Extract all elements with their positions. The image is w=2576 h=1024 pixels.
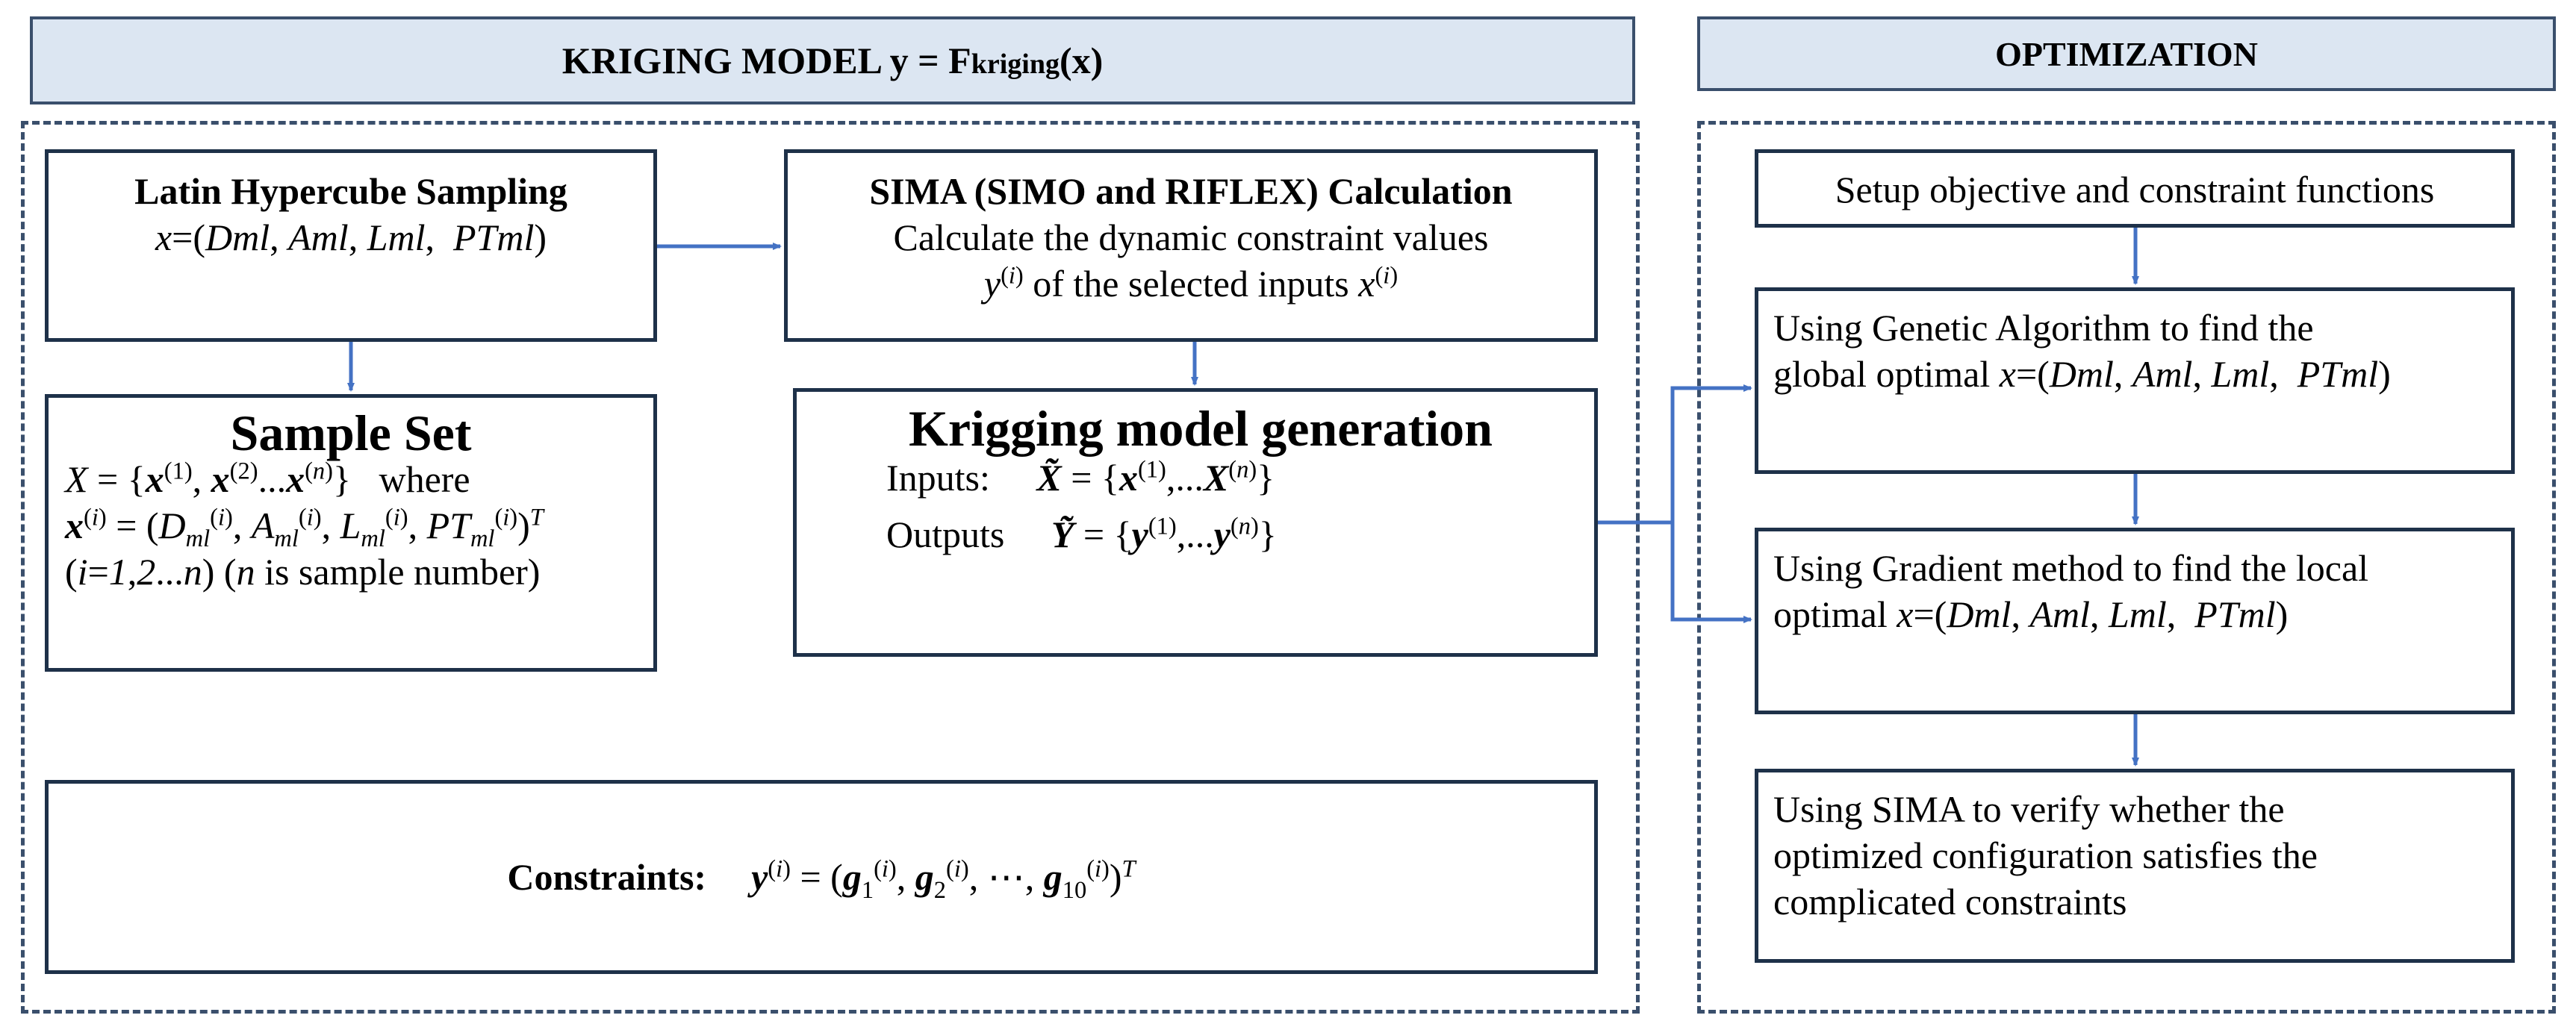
kriging-model-header: KRIGING MODEL y = Fkriging(x) (30, 16, 1635, 104)
optimization-container (1697, 121, 2556, 1014)
sima-calc-line1: Calculate the dynamic constraint values (893, 216, 1489, 258)
sample-index-text: (i=1,2...n) (n is sample number) (65, 551, 541, 593)
sima-verify-line3: complicated constraints (1773, 881, 2127, 922)
sample-vector-equation: x(i) = (Dml(i), Aml(i), Lml(i), PTml(i))… (65, 504, 544, 552)
genetic-algorithm-box: Using Genetic Algorithm to find the glob… (1755, 287, 2515, 474)
sima-verify-box: Using SIMA to verify whether the optimiz… (1755, 769, 2515, 963)
sima-calc-title: SIMA (SIMO and RIFLEX) Calculation (869, 170, 1513, 212)
kriging-generation-title: Krigging model generation (909, 400, 1493, 457)
setup-functions-text: Setup objective and constraint functions (1835, 169, 2435, 210)
sima-verify-line2: optimized configuration satisfies the (1773, 834, 2318, 876)
constraints-equation: y(i) = (g1(i), g2(i), ⋯, g10(i))T (751, 855, 1136, 904)
genetic-algorithm-line1: Using Genetic Algorithm to find the (1773, 307, 2314, 349)
gradient-method-box: Using Gradient method to find the local … (1755, 528, 2515, 714)
genetic-algorithm-line2: global optimal x=(Dml, Aml, Lml, PTml) (1773, 353, 2391, 395)
kriging-outputs-row: Outputs Ỹ = {y(1),...y(n)} (886, 513, 1277, 555)
constraints-label: Constraints: (507, 856, 707, 898)
constraints-box: Constraints: y(i) = (g1(i), g2(i), ⋯, g1… (45, 780, 1598, 974)
optimization-header: OPTIMIZATION (1697, 16, 2556, 91)
sima-calc-line2: y(i) of the selected inputs x(i) (983, 262, 1399, 305)
optimization-header-text: OPTIMIZATION (1995, 34, 2258, 73)
outputs-label: Outputs (886, 513, 1005, 555)
kriging-inputs-row: Inputs: X̃ = {x(1),...X(n)} (886, 456, 1275, 499)
kriging-header-text: KRIGING MODEL y = Fkriging(x) (561, 40, 1104, 81)
sample-set-equation: X = {x(1), x(2)...x(n)} where (65, 458, 470, 500)
inputs-label: Inputs: (886, 457, 990, 499)
setup-functions-box: Setup objective and constraint functions (1755, 149, 2515, 228)
gradient-method-line1: Using Gradient method to find the local (1773, 547, 2369, 589)
kriging-generation-box: Krigging model generation Inputs: X̃ = {… (793, 388, 1598, 657)
connector-kriging-to-gradient (1670, 522, 1752, 623)
sima-calc-box: SIMA (SIMO and RIFLEX) Calculation Calcu… (784, 149, 1598, 342)
where-label: where (379, 458, 470, 500)
sample-set-title: Sample Set (230, 405, 472, 461)
gradient-method-line2: optimal x=(Dml, Aml, Lml, PTml) (1773, 593, 2289, 635)
lhs-box: Latin Hypercube Sampling x=(Dml, Aml, Lm… (45, 149, 657, 342)
kriging-container (21, 121, 1640, 1014)
sima-verify-line1: Using SIMA to verify whether the (1773, 788, 2285, 830)
connector-kriging-to-optimization (1598, 384, 1752, 525)
lhs-vector: x=(Dml, Aml, Lml, PTml) (155, 216, 547, 258)
lhs-title: Latin Hypercube Sampling (134, 170, 567, 212)
sample-set-box: Sample Set X = {x(1), x(2)...x(n)} where… (45, 394, 657, 672)
